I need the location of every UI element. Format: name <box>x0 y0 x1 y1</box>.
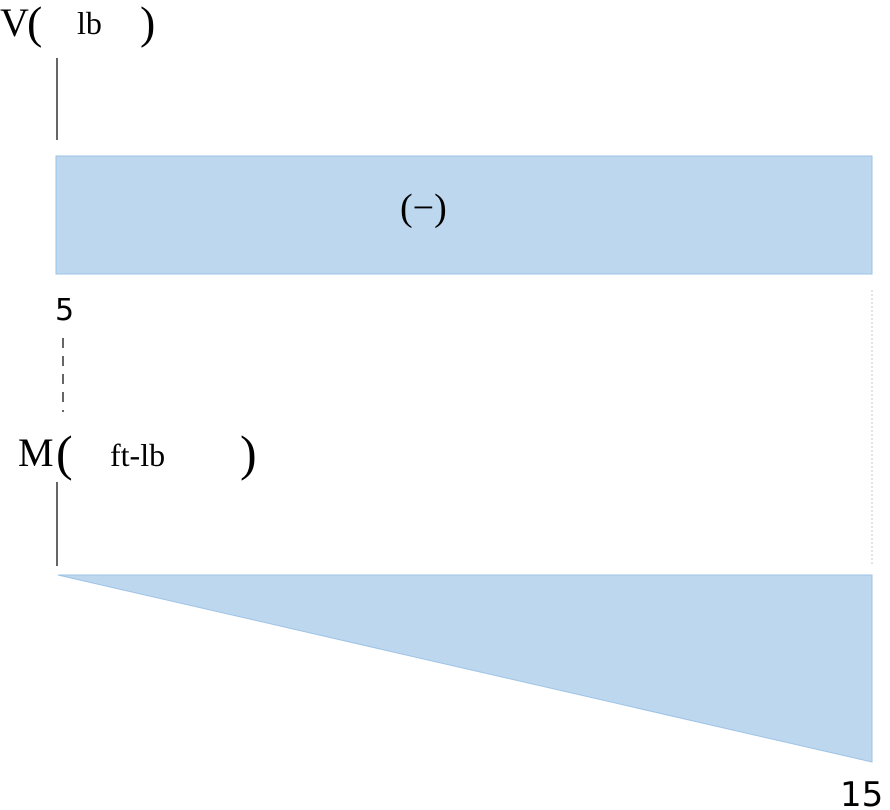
moment-close-paren: ) <box>240 425 257 481</box>
shear-close-paren: ) <box>140 0 155 48</box>
moment-value-label: 15 <box>840 775 883 810</box>
shear-sign-label: (−) <box>400 187 447 229</box>
shear-symbol: V <box>0 0 29 45</box>
moment-symbol: M <box>18 430 54 475</box>
shear-region <box>55 155 873 275</box>
shear-unit: lb <box>77 5 102 41</box>
moment-unit: ft-lb <box>110 437 165 473</box>
shear-open-paren: ( <box>27 0 42 48</box>
shear-value-label: 5 <box>55 293 74 328</box>
moment-open-paren: ( <box>56 425 73 481</box>
moment-region <box>57 574 873 763</box>
